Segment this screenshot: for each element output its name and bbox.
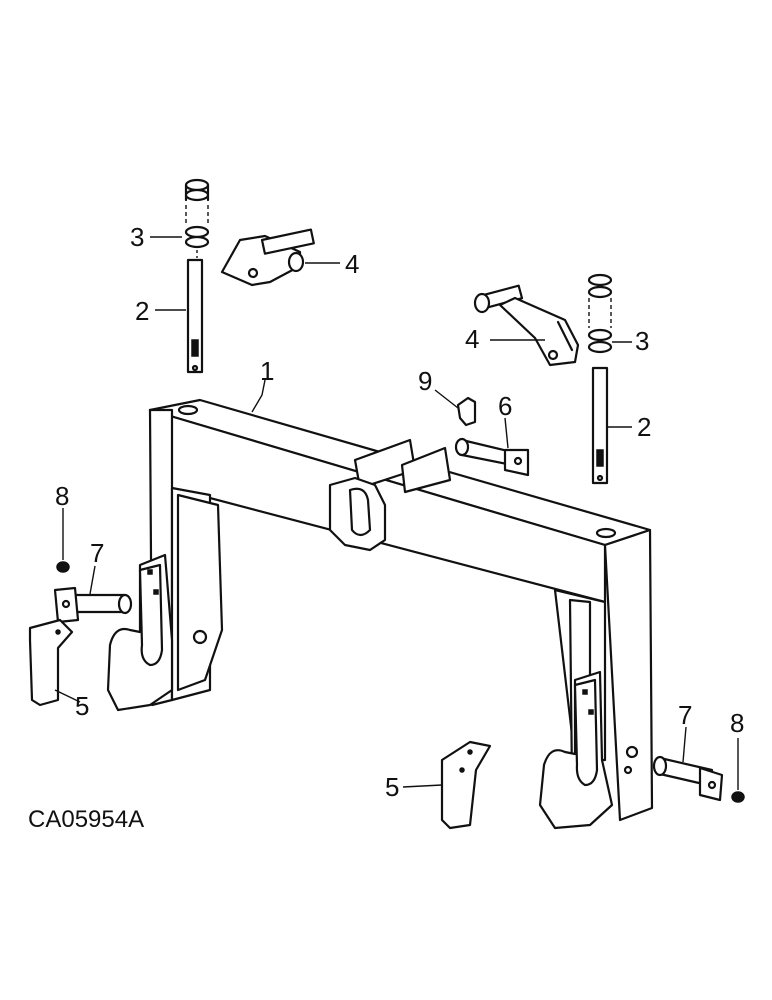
callout-4-right: 4 bbox=[465, 324, 479, 354]
clip-part-9 bbox=[456, 396, 477, 427]
pin-part-6 bbox=[454, 437, 530, 477]
callout-8-right: 8 bbox=[730, 708, 744, 738]
left-lynch-pin bbox=[56, 561, 70, 573]
callout-7-right: 7 bbox=[678, 700, 692, 730]
callout-8-left: 8 bbox=[55, 481, 69, 511]
figure-code: CA05954A bbox=[28, 806, 144, 833]
callout-3-right: 3 bbox=[635, 326, 649, 356]
callout-2-right: 2 bbox=[637, 412, 651, 442]
left-latch-arm bbox=[220, 228, 315, 287]
left-hitch-pin bbox=[53, 586, 133, 624]
right-lock-plate bbox=[440, 740, 492, 830]
callout-4-left: 4 bbox=[345, 249, 359, 279]
left-latch-rod-assembly bbox=[184, 178, 210, 374]
right-lynch-pin bbox=[731, 791, 745, 803]
quick-hitch-frame bbox=[106, 398, 654, 830]
callout-5-left: 5 bbox=[75, 691, 89, 721]
leader-lines bbox=[54, 236, 739, 790]
right-latch-rod-assembly bbox=[587, 273, 613, 485]
callout-6: 6 bbox=[498, 391, 512, 421]
callout-1: 1 bbox=[260, 356, 274, 386]
callout-3-left: 3 bbox=[130, 222, 144, 252]
callout-2-left: 2 bbox=[135, 296, 149, 326]
callout-5-right: 5 bbox=[385, 772, 399, 802]
callout-7-left: 7 bbox=[90, 538, 104, 568]
callout-9: 9 bbox=[418, 366, 432, 396]
right-hitch-pin bbox=[652, 755, 724, 802]
right-latch-arm bbox=[473, 284, 580, 367]
left-lock-plate bbox=[28, 618, 74, 707]
